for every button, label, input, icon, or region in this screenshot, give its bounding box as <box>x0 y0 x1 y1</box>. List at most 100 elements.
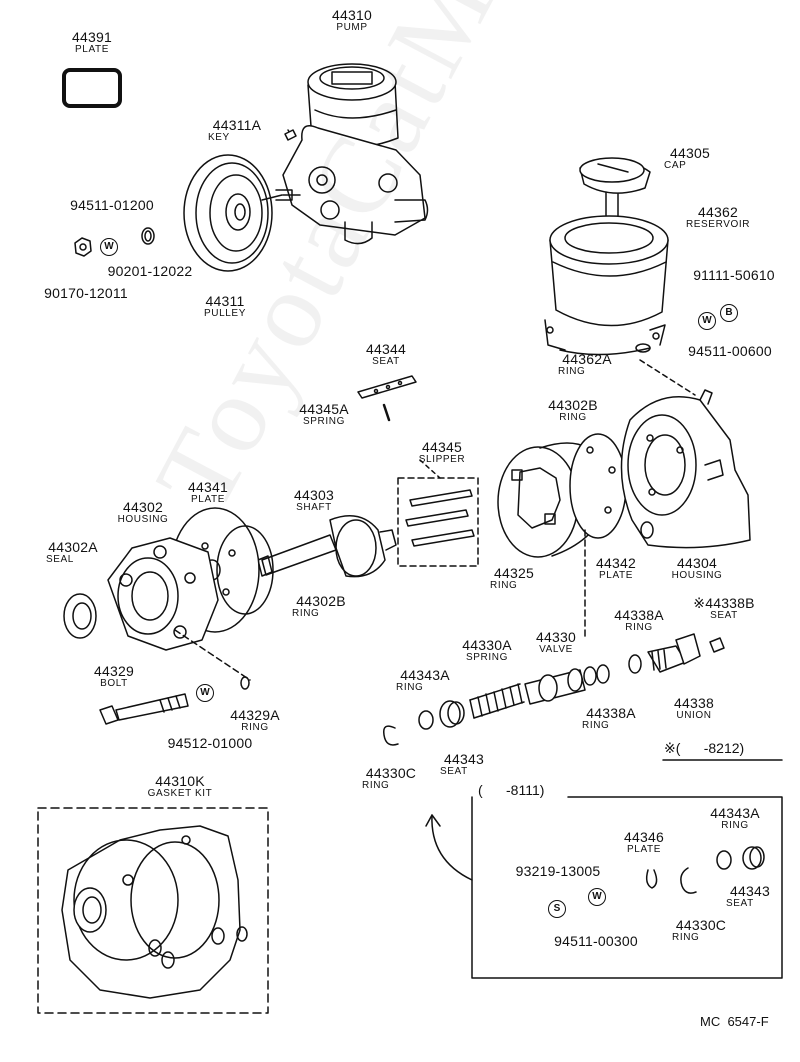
part-name: RESERVOIR <box>685 218 751 230</box>
part-name: RING <box>721 819 749 831</box>
ring-44343A-shape <box>418 710 434 730</box>
housing-44304-shape <box>620 389 751 549</box>
part-number: 44329A <box>230 707 280 723</box>
part-number: 44304 <box>677 555 717 571</box>
part-number: 44311A <box>212 117 262 133</box>
bolt-44329-shape <box>99 693 189 725</box>
reservoir-44362-shape <box>544 215 669 356</box>
part-name: PLATE <box>191 493 225 505</box>
part-number: 44338A <box>586 705 636 721</box>
part-number: 44338 <box>674 695 714 711</box>
part-number: 44330 <box>536 629 576 645</box>
part-name: SHAFT <box>296 501 332 513</box>
part-number: 44330C <box>675 917 727 933</box>
ring-44338A-lower-shape <box>596 664 610 684</box>
shaft-44303-shape <box>257 515 397 578</box>
part-name: SPRING <box>303 415 345 427</box>
part-number: 44342 <box>596 555 636 571</box>
part-name: HOUSING <box>671 569 723 581</box>
inset-date-range-note: ( -8111) <box>478 782 545 798</box>
part-name: VALVE <box>539 643 573 655</box>
ring-44302B-lower-shape <box>216 525 274 615</box>
union-44338-shape <box>647 633 701 673</box>
part-number: 94512-01000 <box>167 735 253 751</box>
part-name: SEAT <box>710 609 738 621</box>
label-94511-00600: 94511-00600 <box>680 344 780 359</box>
part-number: 44310K <box>155 773 205 789</box>
part-number: 94511-00600 <box>688 343 772 359</box>
part-name: BOLT <box>100 677 128 689</box>
part-name: RING <box>396 681 424 693</box>
part-number: 44343 <box>444 751 484 767</box>
part-number: 44343A <box>710 805 760 821</box>
spring-44345A-shape <box>382 403 391 422</box>
washer-mark-94512-01000: W <box>196 684 214 702</box>
part-name: PULLEY <box>204 307 246 319</box>
inset-label-93219-13005: 93219-13005 <box>508 864 608 879</box>
part-name: RING <box>672 931 700 943</box>
pulley-44311-shape <box>183 154 283 272</box>
washer-mark-94511-00300: W <box>588 888 606 906</box>
pump-44310-shape <box>275 63 429 245</box>
seal-44302A-shape <box>63 593 97 639</box>
label-90201-12022: 90201-12022 <box>100 264 200 279</box>
part-name: UNION <box>676 709 712 721</box>
part-name: RING <box>490 579 518 591</box>
part-number: 44345A <box>299 401 349 417</box>
part-number: 93219-13005 <box>515 863 601 879</box>
ring-44338A-upper-shape <box>628 654 642 674</box>
inset-label-94511-00300: 94511-00300 <box>546 934 646 949</box>
spring-44330A-shape <box>469 683 525 719</box>
plate-44391-shape <box>62 68 122 108</box>
dashed-guide-bolt <box>174 629 251 681</box>
ring-44325-shape <box>497 446 579 558</box>
part-number: 44341 <box>188 479 228 495</box>
part-number: 44325 <box>494 565 534 581</box>
housing-44302-shape <box>107 537 219 651</box>
part-number: 94511-00300 <box>554 933 638 949</box>
part-number: 44346 <box>624 829 664 845</box>
key-44311A-shape <box>284 129 297 141</box>
part-number: 44302A <box>48 539 98 555</box>
part-name: SEAL <box>46 553 74 565</box>
screw-mark-93219-13005: S <box>548 900 566 918</box>
part-name: CAP <box>664 159 687 171</box>
part-number: 44338A <box>614 607 664 623</box>
ring-44362A-shape <box>635 343 651 353</box>
dashed-guide-reservoir <box>639 359 696 396</box>
part-name: RING <box>241 721 269 733</box>
valve-44330-shape <box>524 666 597 705</box>
part-number: ※44338B <box>693 595 755 611</box>
part-number: 44302B <box>548 397 598 413</box>
nut-washer-group-shape <box>74 227 155 257</box>
part-number: 44345 <box>422 439 462 455</box>
part-number: 44330A <box>462 637 512 653</box>
part-number: 91111-50610 <box>693 267 775 283</box>
part-name: PLATE <box>75 43 109 55</box>
part-name: RING <box>582 719 610 731</box>
part-name: RING <box>625 621 653 633</box>
washer-mark-94511-01200: W <box>100 238 118 256</box>
slipper-44345-shape <box>397 459 479 567</box>
part-number: 44391 <box>72 29 112 45</box>
